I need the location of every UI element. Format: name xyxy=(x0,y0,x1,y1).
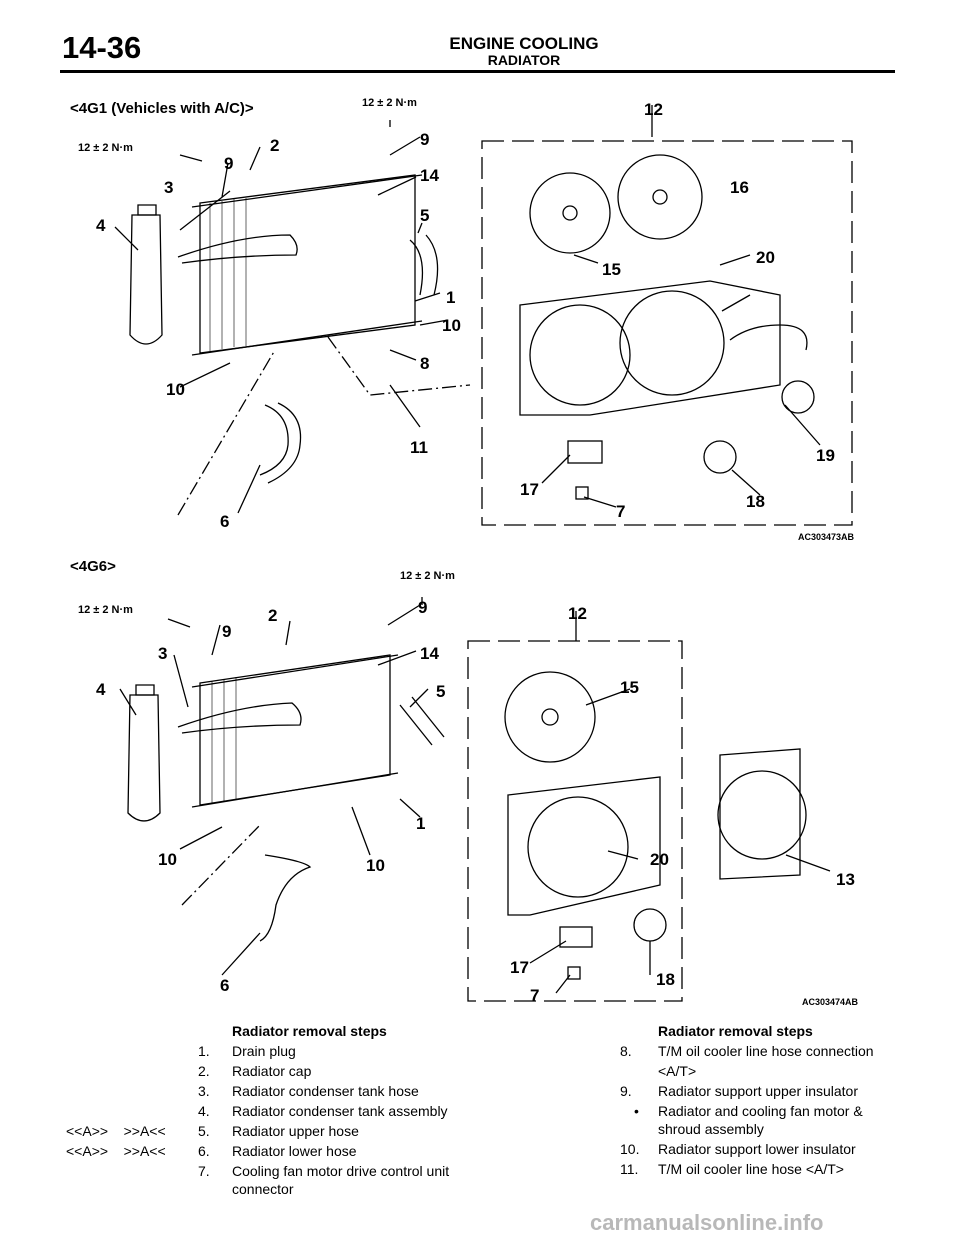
step-text: T/M oil cooler line hose <A/T> xyxy=(658,1161,844,1177)
step-text: shroud assembly xyxy=(658,1121,764,1137)
subsection-title: RADIATOR xyxy=(487,52,561,68)
callout: 4 xyxy=(96,680,106,699)
step-text: Radiator upper hose xyxy=(232,1123,359,1139)
callout: 13 xyxy=(836,870,855,889)
callout: 14 xyxy=(420,644,439,663)
torque-spec: 12 ± 2 N·m xyxy=(78,604,133,616)
callout: 18 xyxy=(656,970,675,989)
callout: 1 xyxy=(446,288,455,307)
torque-spec: 12 ± 2 N·m xyxy=(362,97,417,109)
callout: 10 xyxy=(442,316,461,335)
radiator-diagram-4g1: <4G1 (Vehicles with A/C)> AC303473AB 12 … xyxy=(70,97,855,542)
callout: 19 xyxy=(816,446,835,465)
callout: 10 xyxy=(158,850,177,869)
callout: 12 xyxy=(644,100,663,119)
callout: 6 xyxy=(220,976,229,995)
callout: 7 xyxy=(530,986,539,1005)
callout: 16 xyxy=(730,178,749,197)
callout: 1 xyxy=(416,814,425,833)
callout: 5 xyxy=(420,206,429,225)
callout: 10 xyxy=(366,856,385,875)
steps-heading: Radiator removal steps xyxy=(232,1023,387,1039)
callout: 10 xyxy=(166,380,185,399)
step-number: 6. xyxy=(198,1143,210,1159)
step-reference: <<A>> >>A<< xyxy=(66,1123,166,1139)
callout: 5 xyxy=(436,682,445,701)
steps-heading: Radiator removal steps xyxy=(658,1023,813,1039)
step-number: 11. xyxy=(620,1161,639,1177)
step-reference: <<A>> >>A<< xyxy=(66,1143,166,1159)
step-text: T/M oil cooler line hose connection xyxy=(658,1043,874,1059)
step-text: Radiator support lower insulator xyxy=(658,1141,856,1157)
step-number: 10. xyxy=(620,1141,640,1157)
radiator-diagram-4g6: <4G6> AC303474AB 12 ± 2 N·m 12 ± 2 N·m 9… xyxy=(70,558,859,1007)
callout: 9 xyxy=(418,598,427,617)
callout: 18 xyxy=(746,492,765,511)
figure-1-title: <4G1 (Vehicles with A/C)> xyxy=(70,100,254,117)
callout: 15 xyxy=(602,260,621,279)
callout: 4 xyxy=(96,216,106,235)
step-text: Drain plug xyxy=(232,1043,296,1059)
step-text: Radiator cap xyxy=(232,1063,312,1079)
step-number: 7. xyxy=(198,1163,210,1179)
callout: 2 xyxy=(268,606,277,625)
step-number: 9. xyxy=(620,1083,632,1099)
callout: 17 xyxy=(510,958,529,977)
watermark: carmanualsonline.info xyxy=(590,1210,824,1235)
step-text: Radiator and cooling fan motor & xyxy=(658,1103,863,1119)
step-text: Radiator lower hose xyxy=(232,1143,357,1159)
header-rule xyxy=(60,70,895,73)
callout: 14 xyxy=(420,166,439,185)
callout: 20 xyxy=(756,248,775,267)
callout: 8 xyxy=(420,354,429,373)
step-number: 2. xyxy=(198,1063,210,1079)
removal-steps-left: Radiator removal steps 1. Drain plug 2. … xyxy=(66,1022,486,1197)
callout: 17 xyxy=(520,480,539,499)
section-title: ENGINE COOLING xyxy=(449,34,599,53)
step-number: 5. xyxy=(198,1123,210,1139)
callout: 15 xyxy=(620,678,639,697)
callout: 9 xyxy=(420,130,429,149)
step-text: Radiator condenser tank assembly xyxy=(232,1103,448,1119)
figure-1-code: AC303473AB xyxy=(798,532,855,542)
figure-2-code: AC303474AB xyxy=(802,997,859,1007)
callout: 2 xyxy=(270,136,279,155)
step-number: 4. xyxy=(198,1103,210,1119)
removal-steps-right: Radiator removal steps 8. T/M oil cooler… xyxy=(620,1022,940,1182)
page-number: 14-36 xyxy=(62,30,142,65)
callout: 9 xyxy=(224,154,233,173)
step-text: Radiator support upper insulator xyxy=(658,1083,859,1099)
callout: 20 xyxy=(650,850,669,869)
callout: 3 xyxy=(158,644,167,663)
bullet-icon: • xyxy=(634,1103,639,1119)
step-text: Cooling fan motor drive control unit xyxy=(232,1163,450,1179)
step-text: <A/T> xyxy=(658,1063,697,1079)
callout: 7 xyxy=(616,502,625,521)
callout: 6 xyxy=(220,512,229,531)
callout: 9 xyxy=(222,622,231,641)
step-number: 3. xyxy=(198,1083,210,1099)
torque-spec: 12 ± 2 N·m xyxy=(78,142,133,154)
callout: 12 xyxy=(568,604,587,623)
callout: 11 xyxy=(410,438,428,457)
step-text: Radiator condenser tank hose xyxy=(232,1083,419,1099)
step-number: 1. xyxy=(198,1043,210,1059)
step-text: connector xyxy=(232,1181,294,1197)
figure-2-title: <4G6> xyxy=(70,558,116,575)
callout: 3 xyxy=(164,178,173,197)
torque-spec: 12 ± 2 N·m xyxy=(400,570,455,582)
step-number: 8. xyxy=(620,1043,632,1059)
